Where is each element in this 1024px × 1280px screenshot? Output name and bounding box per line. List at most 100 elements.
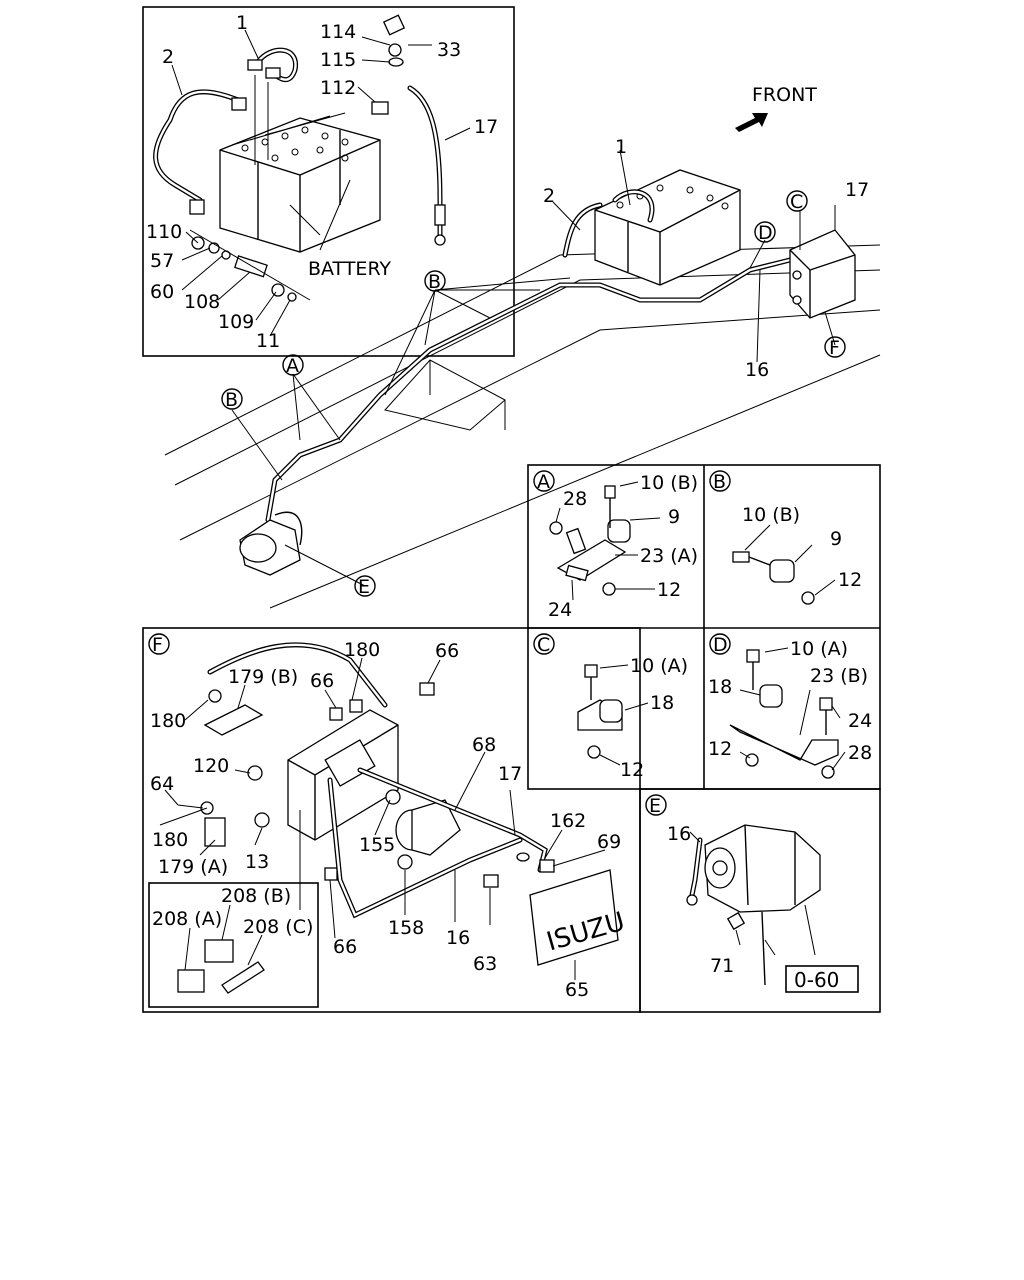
svg-text:A: A bbox=[286, 355, 299, 377]
callout-b-left: B bbox=[221, 388, 243, 411]
label-main-17: 17 bbox=[845, 179, 869, 201]
svg-text:B: B bbox=[225, 389, 238, 411]
label-f-66a: 66 bbox=[435, 640, 459, 662]
starter-motor bbox=[239, 511, 303, 576]
label-a-24: 24 bbox=[548, 599, 572, 621]
detail-d: D 10 (A) 18 23 (B) 24 12 28 bbox=[708, 633, 872, 779]
label-f-180c: 180 bbox=[152, 829, 188, 851]
label-f-13: 13 bbox=[245, 851, 269, 873]
label-f-64: 64 bbox=[150, 773, 174, 795]
label-d-24: 24 bbox=[848, 710, 872, 732]
detail-c: C 10 (A) 18 12 bbox=[533, 633, 688, 781]
part-208c bbox=[221, 961, 265, 994]
label-a-23a: 23 (A) bbox=[640, 545, 698, 567]
label-17: 17 bbox=[474, 116, 498, 138]
svg-text:F: F bbox=[829, 337, 840, 359]
label-b-10b: 10 (B) bbox=[742, 504, 800, 526]
label-a-28: 28 bbox=[563, 488, 587, 510]
label-f-208a: 208 (A) bbox=[152, 908, 222, 930]
label-a-10b: 10 (B) bbox=[640, 472, 698, 494]
label-d-28: 28 bbox=[848, 742, 872, 764]
label-f-120: 120 bbox=[193, 755, 229, 777]
detail-e-header: E bbox=[645, 794, 667, 817]
front-indicator: FRONT bbox=[735, 84, 817, 132]
label-f-180a: 180 bbox=[344, 639, 380, 661]
label-c-18: 18 bbox=[650, 692, 674, 714]
label-main-1: 1 bbox=[615, 136, 627, 158]
label-main-16: 16 bbox=[745, 359, 769, 381]
label-110: 110 bbox=[146, 221, 182, 243]
front-arrow-icon bbox=[735, 113, 768, 132]
svg-text:D: D bbox=[713, 634, 728, 656]
label-b-9: 9 bbox=[830, 528, 842, 550]
part-208a bbox=[177, 969, 205, 993]
ref-box-label: 0-60 bbox=[794, 968, 839, 992]
label-f-68: 68 bbox=[472, 734, 496, 756]
label-1: 1 bbox=[236, 12, 248, 34]
f-208-inset bbox=[148, 882, 319, 1008]
callout-b-top: B bbox=[424, 270, 446, 293]
part-208b bbox=[204, 939, 234, 963]
main-battery-pair bbox=[594, 169, 741, 286]
svg-text:C: C bbox=[790, 191, 803, 213]
f-isuzu-plate: ISUZU bbox=[529, 869, 628, 966]
ref-box-frame bbox=[785, 965, 859, 993]
label-e-71: 71 bbox=[710, 955, 734, 977]
svg-text:E: E bbox=[358, 576, 370, 598]
front-label: FRONT bbox=[752, 84, 817, 106]
label-f-17: 17 bbox=[498, 763, 522, 785]
callout-a-main: A bbox=[282, 354, 304, 377]
svg-text:B: B bbox=[713, 471, 726, 493]
label-d-10a: 10 (A) bbox=[790, 638, 848, 660]
svg-text:D: D bbox=[758, 222, 773, 244]
detail-c-header: C bbox=[533, 633, 555, 656]
svg-text:F: F bbox=[152, 634, 163, 656]
f-solenoid bbox=[395, 799, 461, 856]
label-d-18: 18 bbox=[708, 676, 732, 698]
label-e-16: 16 bbox=[667, 823, 691, 845]
label-d-12: 12 bbox=[708, 738, 732, 760]
label-109: 109 bbox=[218, 311, 254, 333]
label-a-9: 9 bbox=[668, 506, 680, 528]
main-harness bbox=[265, 257, 793, 523]
callout-f-main: F bbox=[824, 336, 846, 359]
label-114: 114 bbox=[320, 21, 356, 43]
label-33: 33 bbox=[437, 39, 461, 61]
label-57: 57 bbox=[150, 250, 174, 272]
label-f-16: 16 bbox=[446, 927, 470, 949]
svg-text:A: A bbox=[537, 471, 550, 493]
label-11: 11 bbox=[256, 330, 280, 352]
battery-pair-illustration bbox=[219, 112, 381, 253]
label-b-12: 12 bbox=[838, 569, 862, 591]
svg-text:C: C bbox=[537, 634, 550, 656]
label-f-63: 63 bbox=[473, 953, 497, 975]
label-f-208c: 208 (C) bbox=[243, 916, 313, 938]
detail-b: B 10 (B) 9 12 bbox=[709, 470, 862, 605]
detail-d-header: D bbox=[709, 633, 731, 656]
label-f-180b: 180 bbox=[150, 710, 186, 732]
label-60: 60 bbox=[150, 281, 174, 303]
callout-e-main: E bbox=[354, 575, 376, 598]
svg-text:B: B bbox=[428, 271, 441, 293]
callout-d-main: D bbox=[754, 221, 776, 244]
label-c-12: 12 bbox=[620, 759, 644, 781]
callout-c-main: C bbox=[786, 190, 808, 213]
label-a-12: 12 bbox=[657, 579, 681, 601]
label-f-65: 65 bbox=[565, 979, 589, 1001]
detail-e: E 16 71 0-60 bbox=[639, 788, 881, 1013]
svg-text:E: E bbox=[649, 795, 661, 817]
relay-box bbox=[789, 229, 856, 319]
label-f-208b: 208 (B) bbox=[221, 885, 291, 907]
label-f-155: 155 bbox=[359, 834, 395, 856]
detail-b-header: B bbox=[709, 470, 731, 493]
battery-inset: 1 2 114 115 33 112 17 110 57 60 108 109 … bbox=[142, 6, 515, 357]
label-main-2: 2 bbox=[543, 185, 555, 207]
detail-a-header: A bbox=[533, 470, 555, 493]
label-f-66b: 66 bbox=[310, 670, 334, 692]
label-2: 2 bbox=[162, 46, 174, 68]
main-assembly: B A B E D C F 1 2 17 16 bbox=[164, 136, 881, 609]
detail-a: A 28 10 (B) 9 23 (A) 12 24 bbox=[533, 470, 698, 621]
label-f-162: 162 bbox=[550, 810, 586, 832]
label-f-69: 69 bbox=[597, 831, 621, 853]
